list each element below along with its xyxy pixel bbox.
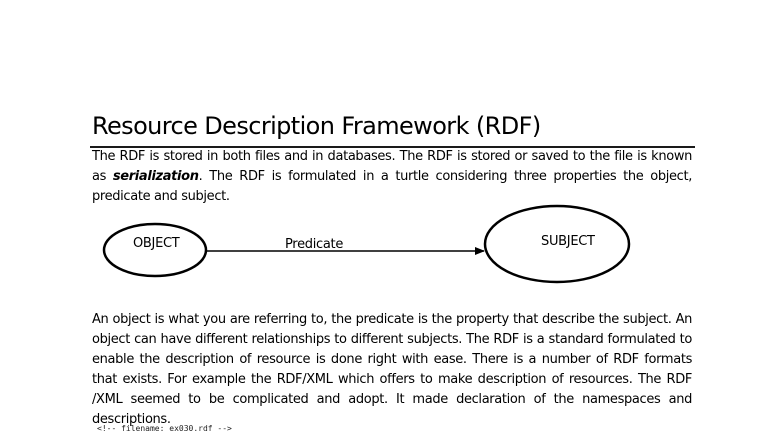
filename-comment: <!-- filename: ex030.rdf --> <box>97 424 232 433</box>
intro-text-start: The RDF is stored in both files and in d… <box>92 149 692 184</box>
serialization-term: serialization <box>112 169 199 184</box>
intro-paragraph: The RDF is stored in both files and in d… <box>92 147 692 207</box>
intro-text-end: . The RDF is formulated in a turtle cons… <box>92 169 692 204</box>
subject-label: SUBJECT <box>541 234 595 249</box>
title-underline <box>90 146 695 148</box>
explanation-paragraph: An object is what you are referring to, … <box>92 312 692 427</box>
predicate-label: Predicate <box>285 237 343 252</box>
slide-title: Resource Description Framework (RDF) <box>92 112 541 140</box>
subject-node <box>483 204 631 284</box>
object-node <box>102 222 208 278</box>
object-label: OBJECT <box>133 236 180 251</box>
